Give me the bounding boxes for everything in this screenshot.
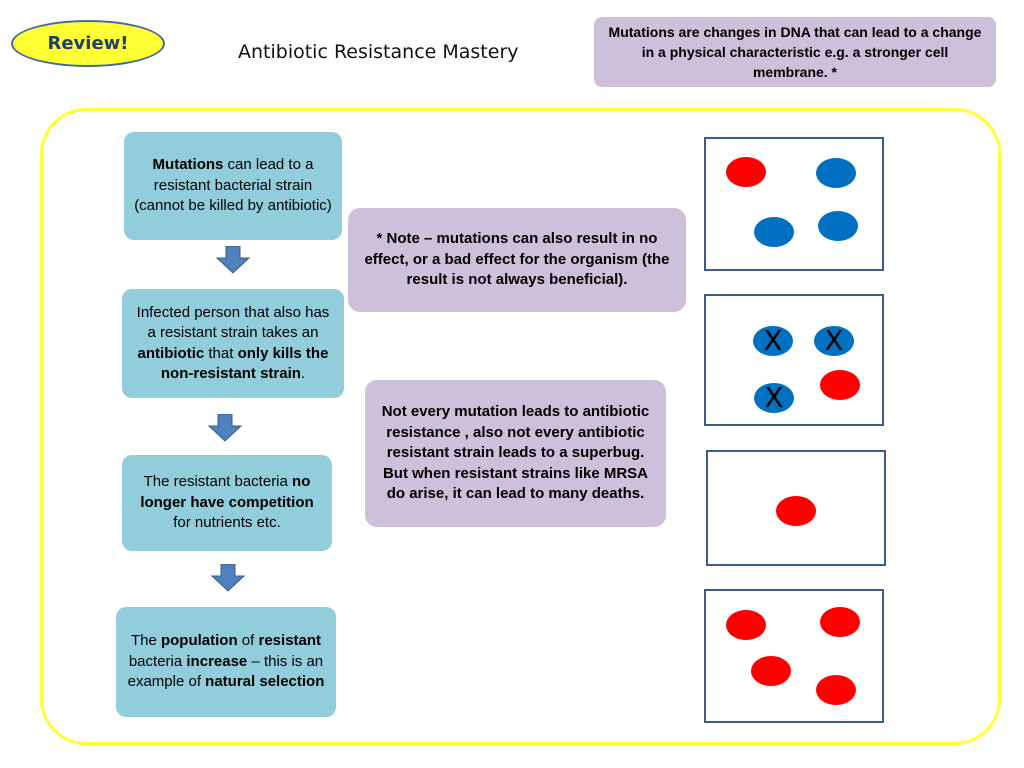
page-title: Antibiotic Resistance Mastery [238,41,519,63]
bacterium-non-resistant [816,158,856,188]
superbug-note: Not every mutation leads to antibiotic r… [365,380,666,527]
bacterium-killed: X [754,383,794,413]
bacterium-resistant [820,370,860,400]
step-box-antibiotic: Infected person that also has a resistan… [122,289,344,398]
step-text-segment: of [237,632,259,650]
step-text-bold: antibiotic [137,344,205,362]
step-box-mutations: Mutations can lead to a resistant bacter… [124,132,342,240]
killed-mark: X [764,381,784,414]
step-text-segment: that [204,344,238,362]
step-text-bold: natural selection [205,673,325,691]
step-text-segment: . [300,365,306,382]
bacterium-resistant [820,607,860,637]
bacteria-panel-antibiotic: X X X [704,294,884,426]
step-text: Infected person that also has a resistan… [132,303,334,385]
step-box-competition: The resistant bacteria no longer have co… [122,455,332,551]
bacterium-killed: X [753,326,793,356]
bacterium-resistant [726,610,766,640]
step-text-segment: The resistant bacteria [143,473,293,491]
step-text-segment: Infected person that also has a resistan… [136,303,330,342]
step-text-segment: can lead to a resistant bacterial strain… [134,156,332,215]
step-text-segment: – this is an example of [127,652,324,691]
bacterium-resistant [726,157,766,187]
bacteria-panel-survivor [706,450,886,566]
step-text-bold: only kills the non-resistant strain [160,344,329,383]
killed-mark: X [763,324,783,357]
step-text-segment: bacteria [128,652,187,670]
review-badge: Review! [11,20,165,67]
down-arrow-icon [216,246,250,274]
bacteria-panel-population [704,589,884,723]
step-text: The population of resistant bacteria inc… [126,631,326,693]
bacterium-resistant [751,656,791,686]
step-text: Mutations can lead to a resistant bacter… [134,155,332,217]
bacteria-panel-initial [704,137,884,271]
bacterium-resistant [776,496,816,526]
step-text-bold: Mutations [152,156,224,174]
bacterium-non-resistant [818,211,858,241]
down-arrow-icon [211,564,245,592]
diagram-frame [40,108,1001,745]
step-text-segment: The [130,632,161,650]
step-text-bold: population [160,632,238,650]
killed-mark: X [824,324,844,357]
step-text-bold: no longer have competition [140,473,314,511]
bacterium-resistant [816,675,856,705]
mutation-effect-note: * Note – mutations can also result in no… [348,208,686,312]
bacterium-non-resistant [754,217,794,247]
step-text: The resistant bacteria no longer have co… [132,472,322,534]
step-text-bold: increase [186,652,248,670]
step-box-natural-selection: The population of resistant bacteria inc… [116,607,336,717]
step-text-bold: resistant [258,632,322,650]
mutation-definition-box: Mutations are changes in DNA that can le… [594,17,996,87]
down-arrow-icon [208,414,242,442]
bacterium-killed: X [814,326,854,356]
step-text-segment: for nutrients etc. [173,514,281,532]
